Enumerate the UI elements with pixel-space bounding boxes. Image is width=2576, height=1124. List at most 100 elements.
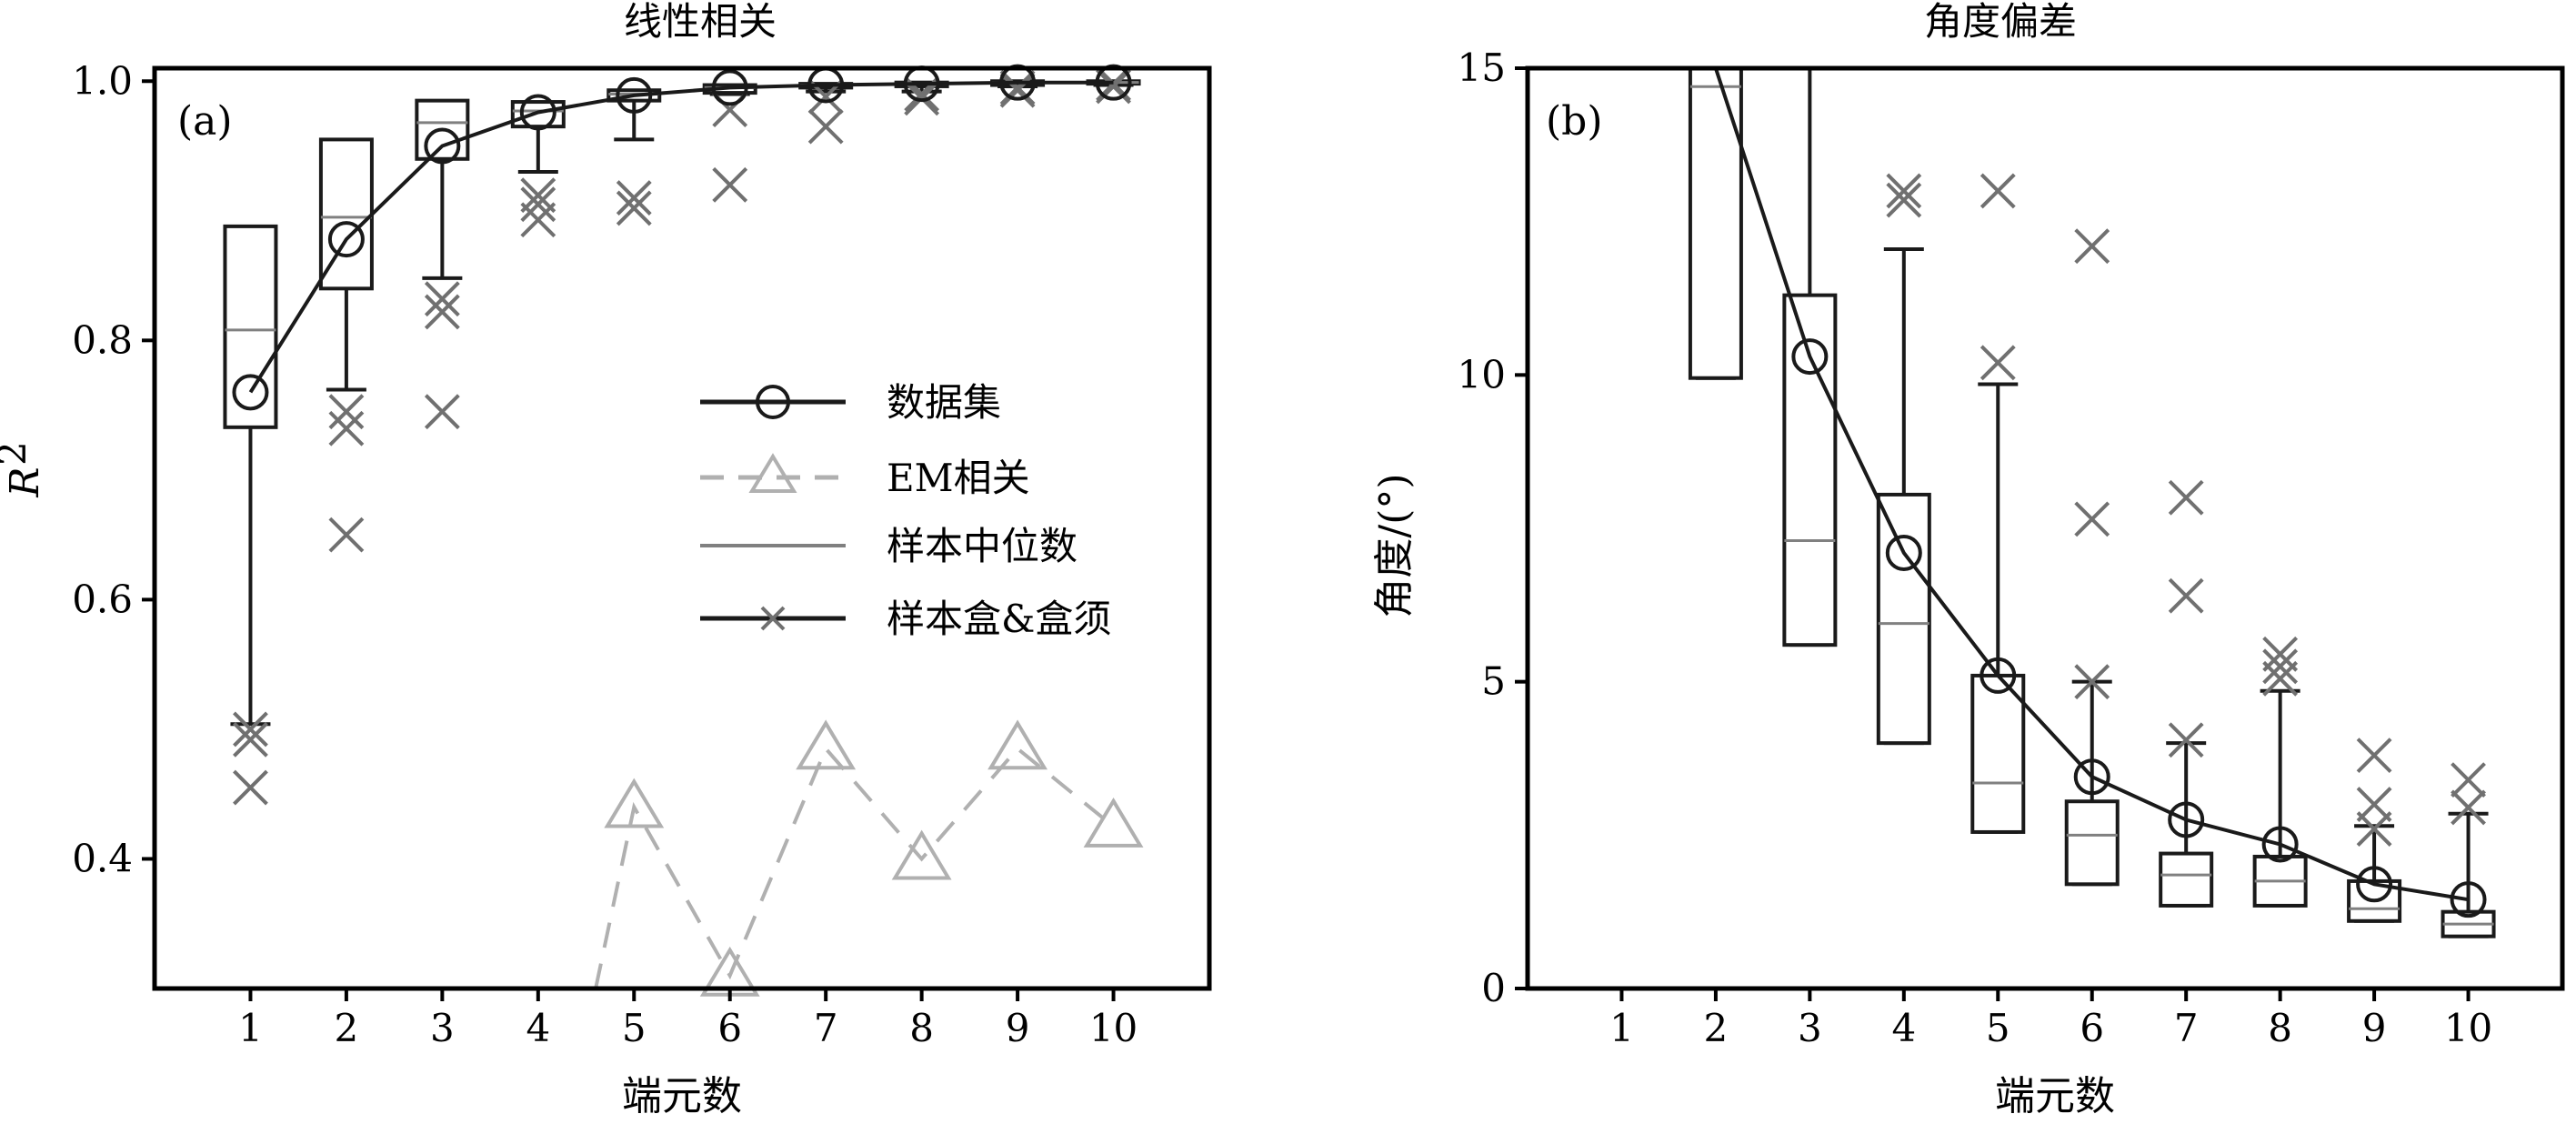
em-point (604, 778, 665, 828)
legend-item-dataset: 数据集 (700, 380, 1001, 425)
outlier-cross (233, 769, 268, 806)
panel-b-tag: (b) (1546, 98, 1603, 145)
x-tick-label: 3 (1798, 1006, 1822, 1050)
outlier-cross (424, 294, 460, 330)
x-tick-label: 1 (238, 1006, 263, 1050)
box-rect (1970, 673, 2026, 834)
y-tick-label: 5 (1481, 659, 1506, 704)
legend-cross-marker (760, 606, 786, 631)
box-x10 (2441, 811, 2496, 938)
x-tick-label: 8 (909, 1006, 934, 1050)
outlier-cross (2451, 789, 2486, 826)
dataset-series-line (248, 80, 1114, 394)
legend-item-median: 样本中位数 (700, 524, 1078, 568)
x-tick-label: 5 (622, 1006, 647, 1050)
x-tick-label: 7 (814, 1006, 838, 1050)
outlier-cross (233, 711, 268, 748)
outlier-cross (424, 394, 460, 430)
legend-item-box: 样本盒&盒须 (700, 597, 1111, 641)
x-tick-label: 10 (1089, 1006, 1138, 1050)
outlier-cross (1980, 345, 2016, 381)
outlier-cross (520, 202, 556, 238)
em-point (987, 719, 1048, 770)
panel-a-legend: 数据集 EM相关 样本中位数 样本盒&盒须 (700, 380, 1111, 641)
legend-circle-marker (756, 385, 790, 419)
outlier-cross (1980, 173, 2016, 209)
box-rect (2159, 851, 2214, 908)
dataset-series-line (1713, 67, 2469, 902)
y-tick-label: 1.0 (72, 58, 133, 103)
dataset-point (1791, 338, 1829, 376)
outlier-cross (999, 69, 1036, 105)
dataset-point (2168, 801, 2205, 838)
x-tick-label: 2 (335, 1006, 359, 1050)
panel-a-y-label-text: R (2, 467, 48, 497)
x-tick-label: 2 (1704, 1006, 1729, 1050)
outlier-cross (2262, 648, 2299, 685)
y-tick-label: 0 (1481, 966, 1506, 1010)
x-tick-label: 6 (2080, 1006, 2104, 1050)
box-rect (1688, 66, 1743, 380)
y-tick-label: 0.6 (72, 577, 133, 621)
outlier-cross (2074, 228, 2110, 265)
svg-text:EM相关: EM相关 (887, 456, 1030, 500)
outlier-cross (2168, 577, 2204, 614)
box-rect (2064, 799, 2120, 887)
outlier-cross (233, 721, 268, 758)
em-point (891, 829, 952, 880)
outlier-cross (616, 190, 652, 226)
box-x4 (1876, 247, 1931, 746)
outlier-cross (1886, 173, 1922, 209)
outlier-cross (2074, 664, 2110, 700)
panel-b-plot-area (1688, 66, 2496, 938)
x-tick-label: 3 (430, 1006, 455, 1050)
x-tick-label: 8 (2268, 1006, 2292, 1050)
outlier-cross (2168, 479, 2204, 516)
dataset-point (2450, 881, 2487, 918)
dataset-point (616, 76, 653, 114)
dataset-point (2261, 826, 2299, 863)
panel-b-frame (1525, 65, 2565, 991)
panel-b-title: 角度偏差 (1924, 0, 2077, 44)
y-tick-label: 10 (1458, 352, 1506, 396)
panel-a-x-label: 端元数 (622, 1073, 742, 1119)
outlier-cross (1886, 182, 1922, 218)
dataset-point (711, 69, 748, 106)
box-rect (1782, 293, 1838, 647)
em-series-line (594, 745, 1115, 989)
box-x6 (2064, 679, 2120, 887)
outlier-cross (2262, 636, 2299, 672)
dataset-point (519, 94, 556, 131)
x-tick-label: 4 (1891, 1006, 1916, 1050)
y-tick-label: 0.4 (72, 836, 133, 880)
outlier-cross (520, 177, 556, 214)
panel-a-title: 线性相关 (624, 0, 777, 44)
outlier-cross (2168, 722, 2204, 758)
legend-triangle-marker (748, 453, 797, 493)
panel-a-y-ticks: 0.40.60.81.0 (72, 58, 155, 880)
box-x7 (2159, 741, 2214, 908)
svg-text:数据集: 数据集 (887, 380, 1001, 425)
panel-a-frame (152, 65, 1212, 991)
em-point (796, 719, 857, 770)
dataset-point (424, 127, 461, 165)
dataset-point (232, 374, 269, 411)
x-tick-label: 7 (2174, 1006, 2199, 1050)
outlier-cross (2451, 762, 2486, 798)
x-tick-label: 5 (1986, 1006, 2010, 1050)
em-point (1083, 797, 1144, 848)
dataset-point (2073, 758, 2110, 796)
box-x9 (2347, 824, 2402, 923)
dataset-point (327, 221, 365, 258)
outlier-cross (2356, 738, 2392, 774)
svg-text:样本盒&盒须: 样本盒&盒须 (887, 597, 1111, 641)
x-tick-label: 6 (717, 1006, 742, 1050)
box-x5 (1970, 382, 2026, 834)
panel-a-tag: (a) (177, 98, 233, 145)
box-x8 (2252, 688, 2308, 908)
outlier-cross (807, 108, 844, 145)
box-x3 (415, 98, 470, 280)
svg-text:样本中位数: 样本中位数 (887, 524, 1078, 568)
